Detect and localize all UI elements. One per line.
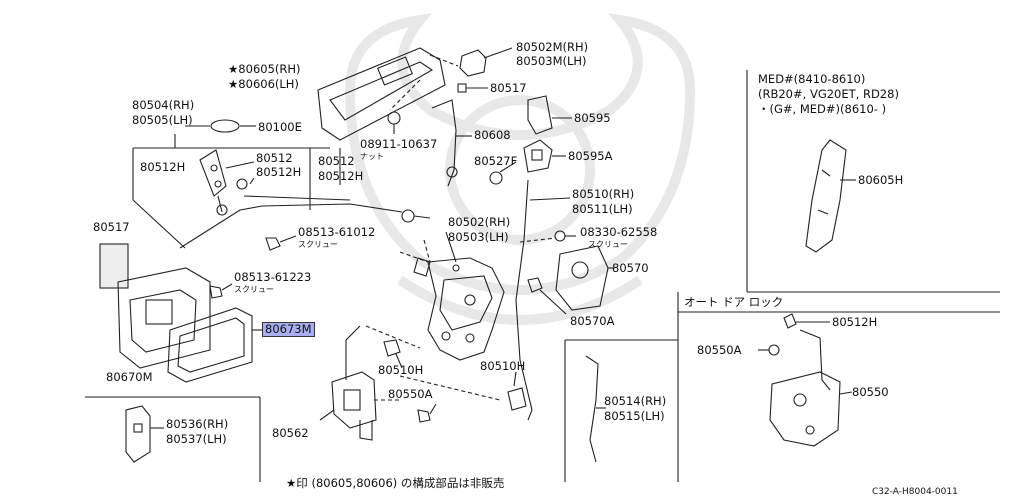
med-box-line1: MED#(8410-8610) bbox=[758, 72, 866, 86]
label-80515: 80515(LH) bbox=[604, 409, 665, 423]
auto-lock-actuator bbox=[769, 371, 841, 447]
label-08513-61012-note: スクリュー bbox=[298, 240, 338, 249]
label-80512h-c: 80512H bbox=[318, 169, 364, 183]
label-80512h-b: 80512H bbox=[256, 165, 302, 179]
label-80502m: 80502M(RH) bbox=[516, 40, 589, 54]
label-80510h-b: 80510H bbox=[480, 359, 526, 373]
label-80550a-a: 80550A bbox=[388, 387, 433, 401]
label-80570: 80570 bbox=[612, 261, 649, 275]
label-08513-61223: 08513-61223 bbox=[234, 270, 312, 284]
med-box-line2: (RB20#, VG20ET, RD28) bbox=[758, 87, 899, 101]
label-80510h-a: 80510H bbox=[378, 363, 424, 377]
label-80512-a: 80512 bbox=[256, 151, 293, 165]
label-08330-note: スクリュー bbox=[588, 240, 628, 249]
bell-crank bbox=[555, 245, 609, 311]
label-80608: 80608 bbox=[474, 128, 511, 142]
label-80527f: 80527F bbox=[474, 154, 518, 168]
label-80605h: 80605H bbox=[858, 173, 904, 187]
label-80512h-d: 80512H bbox=[832, 315, 878, 329]
label-80502: 80502(RH) bbox=[448, 215, 511, 229]
label-08513-61223-note: スクリュー bbox=[234, 285, 274, 294]
label-08911-note: ナット bbox=[360, 152, 384, 161]
drawing-code: C32-A-H8004-0011 bbox=[872, 487, 958, 497]
label-80505: 80505(LH) bbox=[132, 113, 193, 127]
label-80100e: 80100E bbox=[258, 120, 302, 134]
door-switch bbox=[125, 405, 151, 463]
label-80605: ★80605(RH) bbox=[228, 62, 301, 76]
label-08911: 08911-10637 bbox=[360, 137, 438, 151]
label-80595a: 80595A bbox=[568, 149, 613, 163]
outside-handle bbox=[317, 47, 446, 141]
label-80562: 80562 bbox=[272, 426, 309, 440]
label-80550: 80550 bbox=[852, 385, 889, 399]
pad-block bbox=[99, 243, 129, 289]
label-80536: 80536(RH) bbox=[166, 417, 229, 431]
label-80517-left: 80517 bbox=[93, 220, 130, 234]
door-lock-assembly bbox=[427, 257, 505, 361]
lock-rod bbox=[585, 355, 599, 463]
label-80570a: 80570A bbox=[570, 314, 615, 328]
label-80517-top: 80517 bbox=[490, 81, 527, 95]
label-80510: 80510(RH) bbox=[572, 187, 635, 201]
inside-handle bbox=[117, 267, 211, 369]
auto-lock-title: オート ドア ロック bbox=[684, 295, 784, 309]
handle-bezel bbox=[167, 307, 253, 383]
label-80595: 80595 bbox=[574, 111, 611, 125]
label-80512h-a: 80512H bbox=[140, 160, 186, 174]
label-80670m: 80670M bbox=[106, 370, 153, 384]
label-80606: ★80606(LH) bbox=[228, 77, 299, 91]
lock-lever bbox=[199, 149, 227, 197]
label-80503: 80503(LH) bbox=[448, 230, 509, 244]
label-80514: 80514(RH) bbox=[604, 394, 667, 408]
lock-actuator bbox=[331, 371, 377, 429]
label-08513-61012: 08513-61012 bbox=[298, 225, 376, 239]
watermark-emblem bbox=[344, 13, 696, 325]
label-80550a-b: 80550A bbox=[697, 343, 742, 357]
handle-bracket bbox=[805, 139, 847, 253]
label-80537: 80537(LH) bbox=[166, 432, 227, 446]
footnote: ★印 (80605,80606) の構成部品は非販売 bbox=[286, 476, 505, 490]
label-80504: 80504(RH) bbox=[132, 98, 195, 112]
label-08330: 08330-62558 bbox=[580, 225, 658, 239]
label-80511: 80511(LH) bbox=[572, 202, 633, 216]
label-80512-b: 80512 bbox=[318, 154, 355, 168]
med-box-line3: ・(G#, MED#)(8610- ) bbox=[758, 102, 887, 116]
label-80673m-highlighted[interactable]: 80673M bbox=[262, 322, 315, 337]
label-80503m: 80503M(LH) bbox=[516, 54, 587, 68]
